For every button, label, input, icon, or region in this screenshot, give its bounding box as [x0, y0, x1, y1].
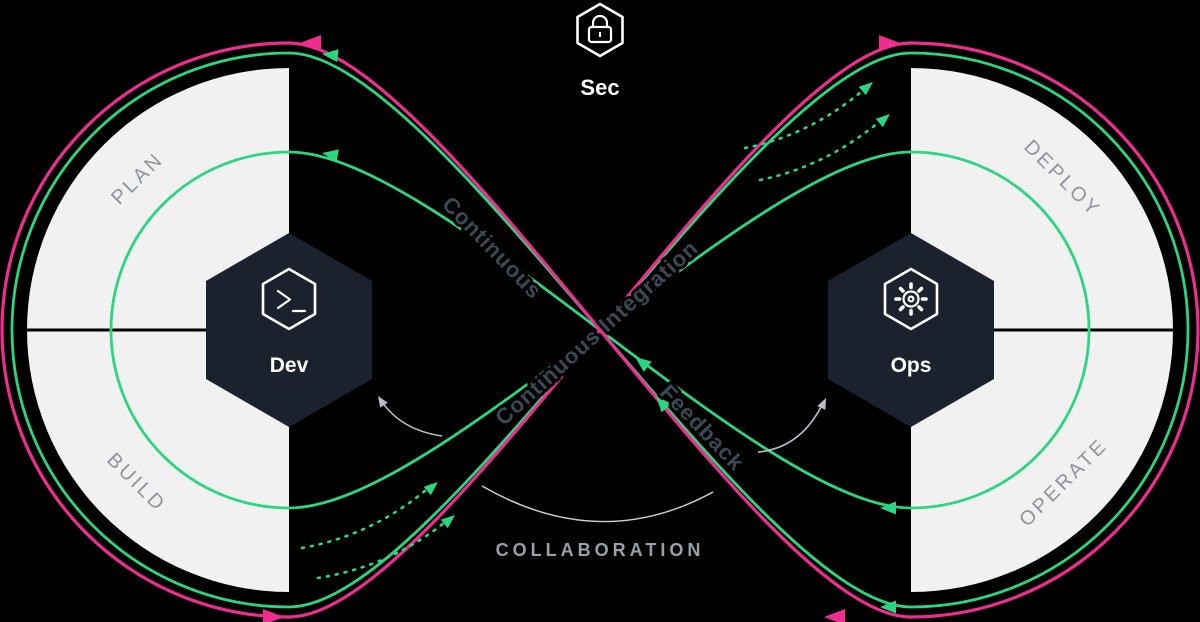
dashed-arrowhead-icon	[875, 114, 890, 128]
flow-arrowhead-icon	[880, 501, 896, 515]
dashed-flow-top-right-1	[758, 115, 887, 182]
dashed-arrowhead-icon	[858, 82, 873, 96]
dev-pointer-arrowhead-icon	[378, 396, 388, 408]
dashed-arrowhead-icon	[440, 515, 455, 529]
outer-arrowhead-icon	[263, 609, 284, 622]
flow-arrowhead-icon	[322, 49, 339, 63]
dashed-arrowhead-icon	[423, 482, 438, 496]
hexagon-lock-icon	[576, 2, 624, 58]
outer-arrowhead-icon	[824, 609, 845, 622]
ops-pointer-arrowhead-icon	[817, 398, 826, 410]
dev-node-label: Dev	[270, 354, 309, 377]
outer-arrowhead-icon	[300, 35, 321, 51]
ops-node-label: Ops	[891, 354, 932, 377]
outer-loop-path	[0, 41, 1200, 619]
dashed-flow-bottom-left-1	[300, 482, 435, 550]
ops-node: Ops	[828, 233, 994, 427]
gear-icon	[883, 267, 939, 331]
flow-arrowhead-icon	[880, 600, 896, 614]
outer-green-loop-path	[10, 51, 1190, 609]
outer-arrowhead-icon	[879, 35, 900, 51]
collaboration-arc	[481, 485, 714, 523]
terminal-icon	[261, 267, 317, 331]
ops-pointer-line	[757, 400, 825, 453]
sec-badge: Sec	[576, 2, 624, 100]
dev-pointer-line	[379, 398, 443, 437]
feedback-arrowhead-icon	[635, 357, 652, 372]
flow-label-collaboration: COLLABORATION	[496, 540, 705, 560]
dashed-flow-bottom-left-2	[316, 516, 452, 580]
flow-arrowhead-icon	[322, 149, 339, 163]
dev-node: Dev	[206, 233, 372, 427]
sec-label: Sec	[580, 75, 619, 100]
feedback-arrowhead-icon	[656, 396, 672, 413]
